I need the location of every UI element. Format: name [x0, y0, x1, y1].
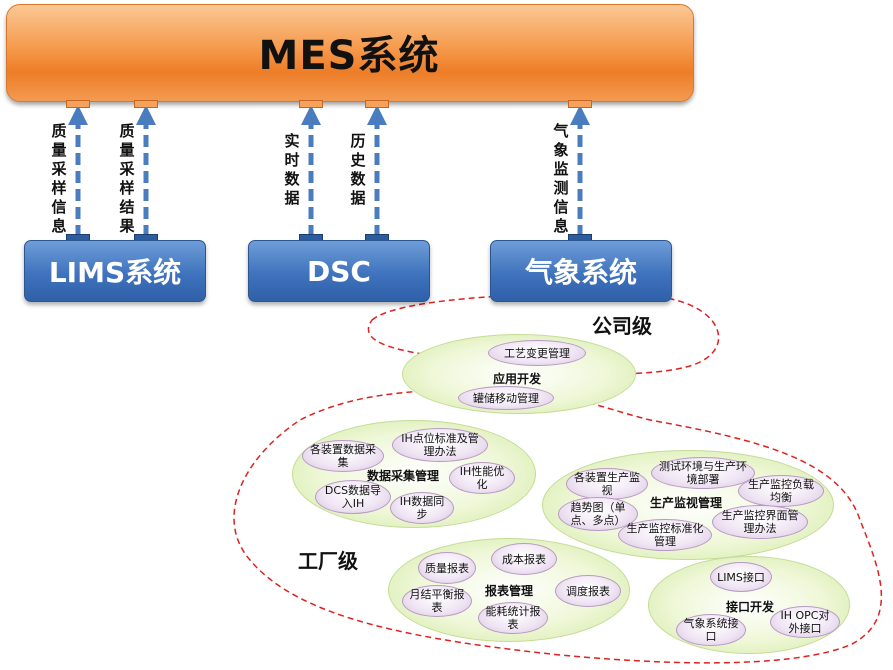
- item-monitor-load-balance: 生产监控负载均衡: [738, 475, 824, 507]
- mes-system-bar: [6, 4, 694, 102]
- item-dispatch-report: 调度报表: [555, 575, 621, 607]
- weather-system-label: 气象系统: [524, 256, 637, 289]
- item-trend-chart: 趋势图（单点、多点）: [558, 497, 638, 531]
- item-weather-system-interface: 气象系统接口: [676, 614, 746, 646]
- item-device-production-monitor: 各装置生产监视: [566, 468, 648, 500]
- item-energy-stat-report: 能耗统计报表: [478, 602, 548, 634]
- factory-level-boundary: [233, 387, 883, 664]
- weather-system-box: 气象系统: [490, 240, 672, 302]
- company-level-label: 公司级: [592, 314, 652, 338]
- flow-label-realtime-data: 实时数据: [284, 132, 300, 207]
- flow-label-weather-info: 气象监测信息: [553, 122, 569, 235]
- dsc-system-label: DSC: [307, 254, 371, 288]
- item-ih-data-sync: IH数据同步: [390, 492, 454, 524]
- item-monthly-balance-report: 月结平衡报表: [402, 585, 472, 617]
- mes-port-3: [299, 100, 323, 108]
- item-quality-report: 质量报表: [418, 552, 476, 584]
- flow-label-quality-sample-result: 质量采样结果: [119, 122, 135, 235]
- item-ih-opc-external-interface: IH OPC对外接口: [770, 606, 840, 638]
- item-ih-point-standard: IH点位标准及管理办法: [392, 428, 488, 462]
- mes-system-title: MES系统: [258, 33, 440, 79]
- item-device-data-collection: 各装置数据采集: [302, 440, 384, 472]
- item-ih-performance: IH性能优化: [449, 462, 515, 494]
- item-tank-move-mgmt: 罐储移动管理: [458, 386, 554, 410]
- flow-label-quality-sample-info: 质量采样信息: [51, 122, 67, 235]
- item-lims-interface: LIMS接口: [710, 562, 772, 592]
- lims-system-label: LIMS系统: [48, 256, 182, 289]
- flow-label-history-data: 历史数据: [350, 132, 366, 207]
- mes-port-5: [568, 100, 592, 108]
- factory-level-label: 工厂级: [298, 549, 358, 573]
- dsc-system-box: DSC: [248, 240, 430, 302]
- item-cost-report: 成本报表: [491, 543, 557, 575]
- item-monitor-standardization: 生产监控标准化管理: [618, 519, 712, 551]
- item-process-change-mgmt: 工艺变更管理: [488, 340, 586, 366]
- item-dcs-import-ih: DCS数据导入IH: [315, 480, 391, 514]
- lims-system-box: LIMS系统: [24, 240, 206, 302]
- mes-port-4: [365, 100, 389, 108]
- group-reports-label: 报表管理: [485, 584, 534, 598]
- mes-port-1: [66, 100, 90, 108]
- group-app-dev-label: 应用开发: [493, 372, 542, 386]
- mes-port-2: [134, 100, 158, 108]
- item-test-prod-env-deploy: 测试环境与生产环境部署: [651, 457, 755, 489]
- group-data-collection-label: 数据采集管理: [367, 469, 440, 483]
- item-monitor-ui-mgmt: 生产监控界面管理办法: [712, 505, 808, 539]
- group-interface-dev-label: 接口开发: [726, 600, 775, 614]
- group-production-monitoring-label: 生产监视管理: [650, 496, 723, 510]
